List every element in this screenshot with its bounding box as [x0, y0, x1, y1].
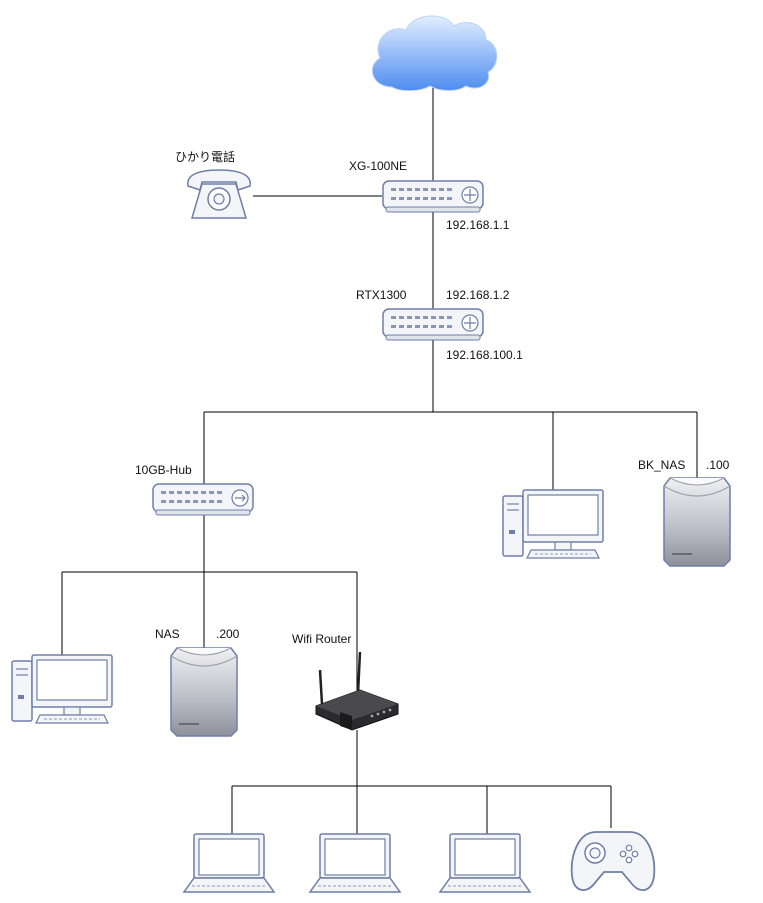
laptop-icon [439, 833, 531, 893]
rtx1300-label: RTX1300 [356, 288, 407, 302]
desktop-computer-icon [502, 489, 604, 559]
switch-icon [152, 483, 254, 516]
laptop-icon [309, 833, 401, 893]
server-icon [663, 477, 731, 567]
gamepad-icon [570, 831, 656, 891]
phone-label: ひかり電話 [175, 150, 236, 164]
telephone-icon [187, 169, 251, 219]
bk-nas-ip-label: .100 [706, 458, 730, 472]
desktop-computer-icon [11, 654, 113, 724]
rtx1300-wan-ip-label: 192.168.1.2 [446, 288, 510, 302]
rtx1300-lan-ip-label: 192.168.100.1 [446, 348, 523, 362]
router-icon [382, 308, 484, 341]
wifi-router-label: Wifi Router [292, 632, 352, 646]
router-icon [382, 180, 484, 213]
wireless-router-icon [315, 651, 399, 731]
hub-label: 10GB-Hub [135, 463, 192, 477]
nas-ip-label: .200 [216, 627, 240, 641]
laptop-icon [183, 833, 275, 893]
xg100ne-ip-label: 192.168.1.1 [446, 218, 510, 232]
cloud-icon [371, 15, 498, 92]
connection-lines [61, 85, 698, 834]
nas-label: NAS [155, 627, 180, 641]
bk-nas-label: BK_NAS [638, 458, 686, 472]
xg100ne-label: XG-100NE [349, 159, 408, 173]
server-icon [170, 647, 238, 737]
